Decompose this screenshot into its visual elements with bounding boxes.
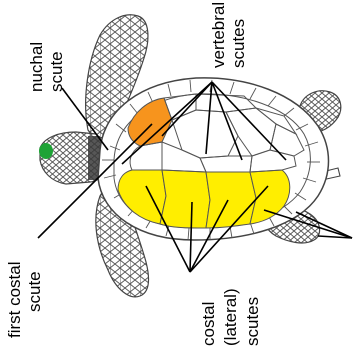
vertebral-label-line-2: scutes	[229, 19, 248, 68]
costal-scute-3	[206, 172, 256, 228]
costal-label-line-3: scutes	[243, 297, 262, 346]
head-green-patch	[39, 143, 53, 159]
costal-label-line-1: costal	[199, 302, 218, 346]
nuchal-label-line-1: nuchal	[27, 42, 46, 92]
first-costal-label-line-1: first costal	[5, 261, 24, 338]
costal-label: costal (lateral) scutes	[199, 288, 262, 346]
head	[39, 132, 105, 184]
costal-label-line-2: (lateral)	[221, 288, 240, 346]
vertebral-label-line-1: vertebral	[209, 2, 228, 68]
nuchal-label: nuchal scute	[27, 42, 66, 92]
first-costal-label: first costal scute	[5, 261, 44, 338]
costal-scute-2	[160, 170, 210, 228]
vertebral-label: vertebral scutes	[209, 2, 248, 68]
first-costal-label-line-2: scute	[25, 271, 44, 312]
nuchal-label-line-2: scute	[47, 51, 66, 92]
